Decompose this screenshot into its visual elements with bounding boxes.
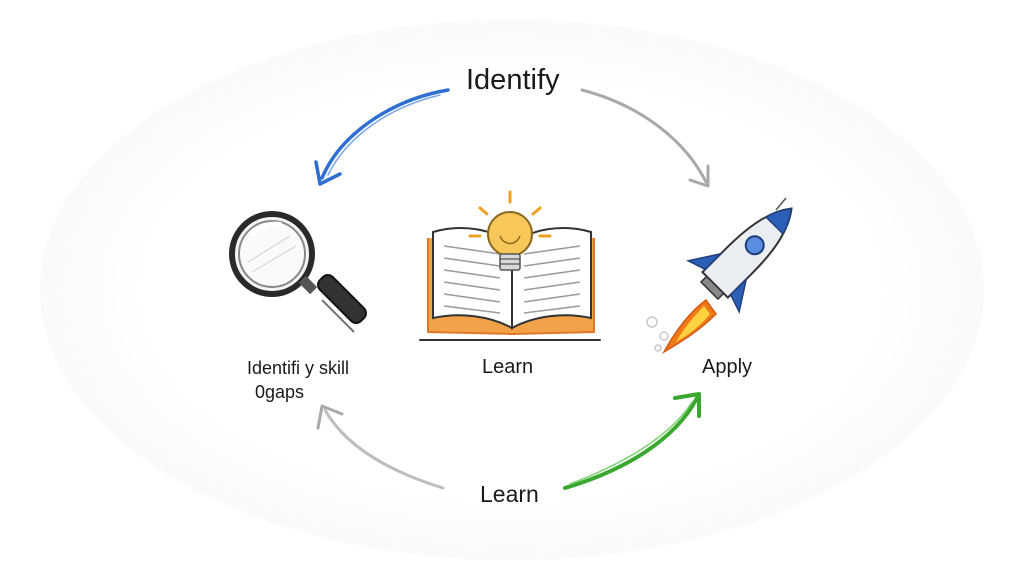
magnifying-glass-icon [229, 211, 367, 333]
arrow-identify-to-gaps [314, 88, 450, 186]
learn-center-label: Learn [482, 356, 534, 378]
open-book-lightbulb-icon [419, 190, 601, 341]
arrow-learn-to-gaps [316, 404, 445, 490]
apply-label: Apply [702, 356, 753, 378]
identify-label-line1: Identifi y skill [247, 358, 350, 378]
identify-skill-gaps-label: Identifi y skill 0gaps [247, 356, 349, 404]
arrow-identify-to-apply [580, 88, 710, 188]
top-identify-label: Identify [466, 64, 560, 96]
bottom-learn-label: Learn [480, 481, 539, 507]
identify-label-line2: 0gaps [255, 382, 305, 402]
arrow-learn-to-apply [563, 392, 701, 490]
rocket-icon [646, 197, 793, 355]
